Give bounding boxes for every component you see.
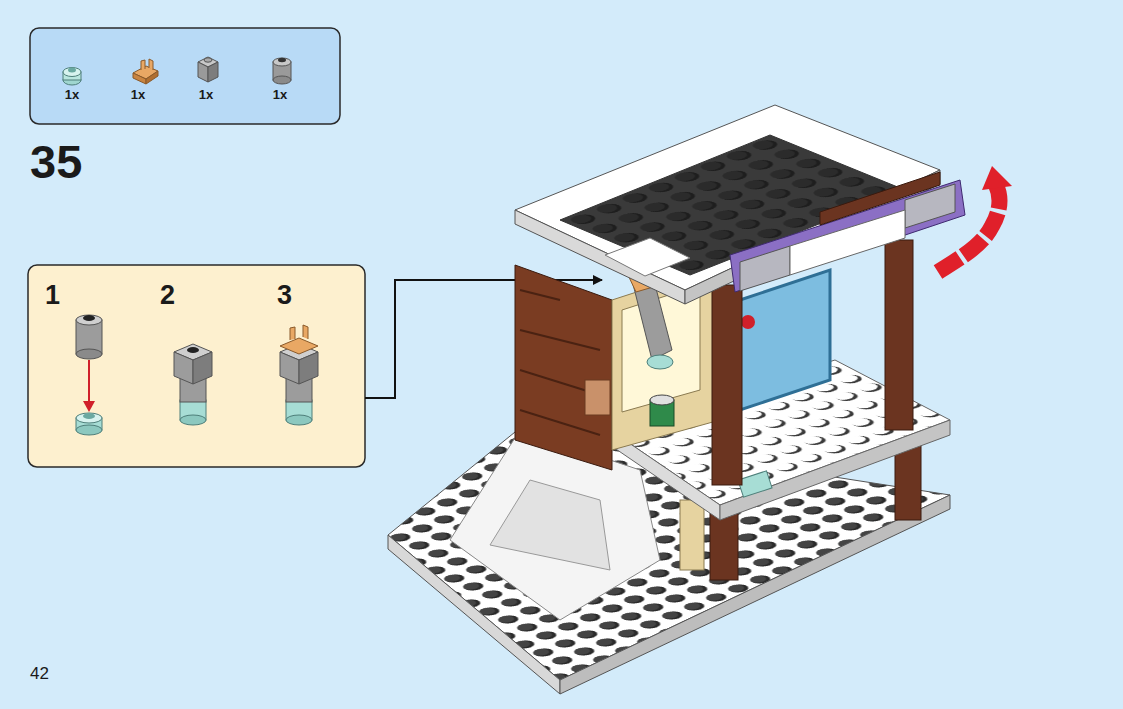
parts-list-panel: 1x 1x 1x 1x [30,28,340,124]
parts-panel-fill [30,28,340,124]
part-quantity: 1x [199,87,213,102]
step-number: 35 [30,134,82,189]
sub-step-number: 1 [45,280,60,311]
part-quantity: 1x [131,87,145,102]
sub-step-drawings [76,315,318,435]
part-quantity: 1x [273,87,287,102]
sub-step-number: 2 [160,280,175,311]
house-model [388,105,1012,694]
sub-step-number: 3 [277,280,292,311]
page-number: 42 [30,664,49,684]
sub-step-callout: 1 2 3 [28,265,365,467]
callout-panel-fill [28,265,365,467]
part-quantity: 1x [65,87,79,102]
parts-icons [63,57,291,85]
